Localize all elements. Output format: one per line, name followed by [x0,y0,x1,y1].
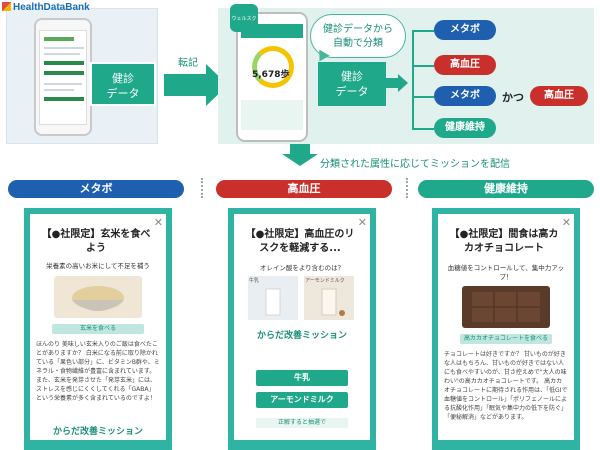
chocolate-image [462,286,550,328]
screen-row-bar [44,61,84,65]
step-ring-icon [252,46,294,88]
almond-milk-image: アーモンドミルク [304,276,354,320]
mission-card-metabo: ✕ 【●社限定】玄米を食べよう 栄養素の高いお米にして不足を補う 玄米を食べる … [24,208,172,450]
tree-branch-line [412,65,434,67]
bubble-line1: 健診データから [323,24,393,35]
card-title: 【●社限定】間食は高カカオチョコレート [449,229,559,254]
correct-answer-lottery-note: 正解すると抽選で [256,418,348,428]
close-icon[interactable]: ✕ [357,216,367,229]
health-checkup-data-box-left: 健診 データ [90,62,156,106]
screen-line [44,83,82,85]
card-body-text: ほんのり 美味しい玄米入りのご飯は食べたことがありますか？ 白米になる前に取り除… [36,341,160,402]
deliver-label: 分類された属性に応じてミッションを配信 [320,159,510,170]
card-footer-bar [438,440,574,450]
deliver-arrow-shaft [290,144,310,154]
and-label: かつ [502,91,524,104]
screen-row-bar [44,71,84,75]
card-title: 【●社限定】高血圧のリスクを軽減する... [245,229,355,254]
category-pill-hypertension-combined: 高血圧 [530,86,588,106]
classify-arrow-head [398,74,408,92]
milk-image: 牛乳 [248,276,298,320]
card-mission-label: からだ改善ミッション [52,427,143,437]
segment-header-hypertension: 高血圧 [216,180,392,198]
card-subtitle: オレイン酸をより含むのは？ [259,264,345,272]
logo-text: HealthDataBank [13,2,90,13]
chocolate-bar-icon [472,292,540,322]
app-icon-text: ウェルスクア [231,16,257,51]
card-mission-label: からだ改善ミッション [256,331,347,341]
card-content: ✕ 【●社限定】高血圧のリスクを軽減する... オレイン酸をより含むのは？ 牛乳… [234,214,370,450]
card-subtitle: 血糖値をコントロールして、集中力アップ！ [447,264,565,281]
mission-card-health-maintenance: ✕ 【●社限定】間食は高カカオチョコレート 血糖値をコントロールして、集中力アッ… [432,208,580,450]
classification-speech-bubble: 健診データから 自動で分類 [310,14,406,58]
rice-bowl-icon [72,286,124,311]
almond-milk-image-label: アーモンドミルク [305,278,345,284]
card-footer-bar [30,440,166,450]
eat-high-cacao-chocolate-button[interactable]: 高カカオチョコレートを食べる [460,334,552,344]
logo-mark-icon [2,2,11,11]
screen-line [44,47,84,49]
transfer-arrow-shaft [164,74,208,96]
tree-branch-line [412,96,434,98]
screen-header-bar [44,37,74,41]
brown-rice-image [54,276,142,318]
deliver-arrow-head [282,154,318,166]
mission-card-hypertension: ✕ 【●社限定】高血圧のリスクを軽減する... オレイン酸をより含むのは？ 牛乳… [228,208,376,450]
classify-arrow-shaft [386,78,400,88]
data-box-line2: データ [106,87,140,100]
segment-divider [406,178,408,198]
milk-image-label: 牛乳 [249,278,260,284]
data-box-line1: 健診 [341,70,363,83]
healthdatabank-logo: HealthDataBank [2,2,90,13]
app-cards-area [241,100,303,130]
eat-brown-rice-button[interactable]: 玄米を食べる [52,324,144,334]
segment-header-health-maintenance: 健康維持 [418,180,594,198]
data-box-line2: データ [335,85,369,98]
card-title: 【●社限定】玄米を食べよう [41,229,151,254]
health-checkup-data-box-right: 健診 データ [318,62,386,106]
data-box-line1: 健診 [112,72,134,85]
tree-branch-line [412,128,434,130]
close-icon[interactable]: ✕ [153,216,163,229]
card-subtitle: 栄養素の高いお米にして不足を補う [46,262,150,270]
choice-milk-button[interactable]: 牛乳 [256,370,348,386]
category-pill-health-maintenance: 健康維持 [434,118,496,138]
bubble-line2: 自動で分類 [333,38,383,49]
category-pill-hypertension: 高血圧 [434,55,496,75]
segment-divider [201,178,203,198]
card-body-text: チョコレートは好きですか？ 甘いものが好きな人はもちろん、甘いものが好きではない… [444,351,568,421]
card-footer-bar [234,440,370,450]
category-pill-metabo: メタボ [434,20,496,40]
transfer-label: 転記 [178,58,198,69]
tree-trunk-line [412,30,414,130]
close-icon[interactable]: ✕ [561,216,571,229]
screen-line [44,53,80,55]
milk-glass-icon [265,288,281,316]
steps-count: 5,678歩 [252,70,290,80]
choice-almond-milk-button[interactable]: アーモンドミルク [256,392,348,408]
screen-line [44,89,74,91]
phone-screen [39,30,87,125]
tree-branch-line [412,30,434,32]
card-content: ✕ 【●社限定】玄米を食べよう 栄養素の高いお米にして不足を補う 玄米を食べる … [30,214,166,450]
almond-milk-glass-icon [321,288,345,316]
phone-mockup-healthdatabank [34,18,92,136]
app-icon: ウェルスクア [230,4,258,51]
category-pill-metabo-combined: メタボ [434,86,496,106]
segment-header-metabo: メタボ [8,180,184,198]
card-content: ✕ 【●社限定】間食は高カカオチョコレート 血糖値をコントロールして、集中力アッ… [438,214,574,450]
screen-row-bar [44,97,84,101]
